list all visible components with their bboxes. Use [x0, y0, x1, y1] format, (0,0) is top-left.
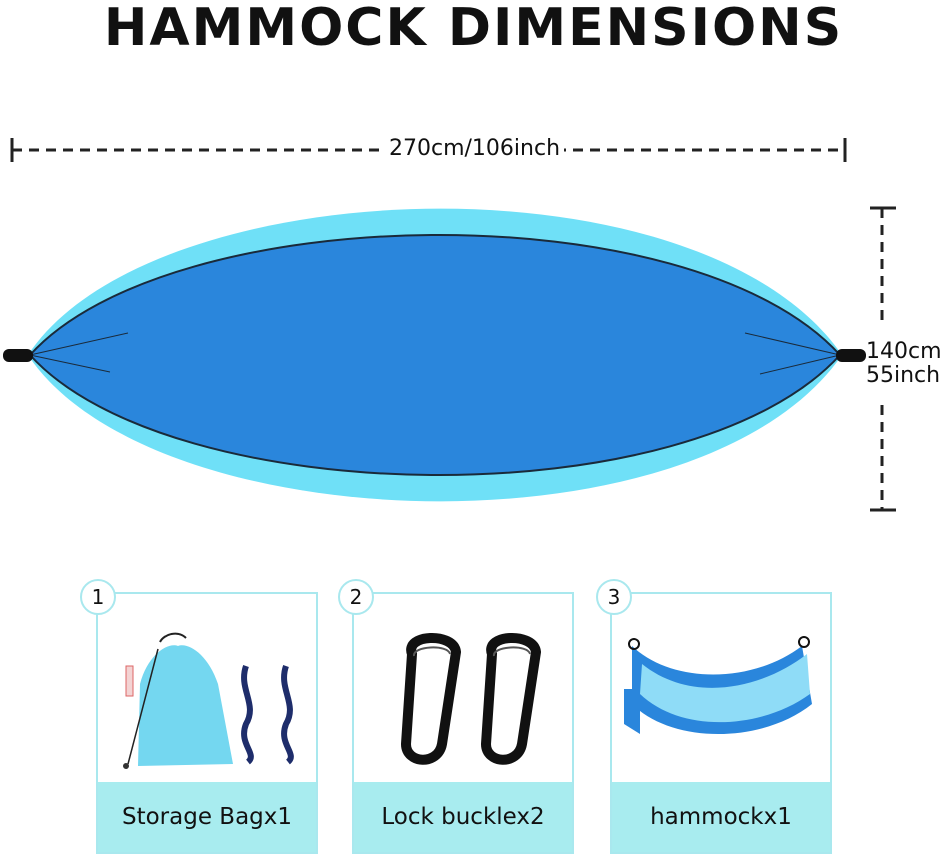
width-label: 270cm/106inch	[385, 136, 565, 161]
gather-lines-left	[29, 332, 129, 373]
item-number-badge-1: 1	[80, 579, 116, 615]
carabiner-icon	[400, 633, 542, 765]
item-caption-storage-bag: Storage Bagx1	[98, 782, 316, 852]
item-card-lock-buckle: Lock bucklex2	[352, 592, 574, 854]
hammock-image	[624, 636, 812, 734]
item-number-badge-2: 2	[338, 579, 374, 615]
end-cap-left	[3, 349, 33, 362]
rope-icon	[241, 665, 294, 765]
hammock-diagram	[3, 138, 896, 512]
gather-lines-right	[744, 332, 841, 375]
end-cap-right	[836, 349, 866, 362]
item-caption-lock-buckle: Lock bucklex2	[354, 782, 572, 852]
height-label-cm: 140cm	[866, 339, 942, 364]
item-number-badge-3: 3	[596, 579, 632, 615]
height-label: 140cm 55inch	[866, 340, 942, 388]
item-caption-hammock: hammockx1	[612, 782, 830, 852]
height-label-inch: 55inch	[866, 363, 941, 388]
item-card-storage-bag: Storage Bagx1	[96, 592, 318, 854]
lock-buckle-image	[400, 633, 542, 765]
storage-bag-image	[123, 632, 294, 769]
item-card-hammock: hammockx1	[610, 592, 832, 854]
page-title: HAMMOCK DIMENSIONS	[103, 0, 844, 58]
